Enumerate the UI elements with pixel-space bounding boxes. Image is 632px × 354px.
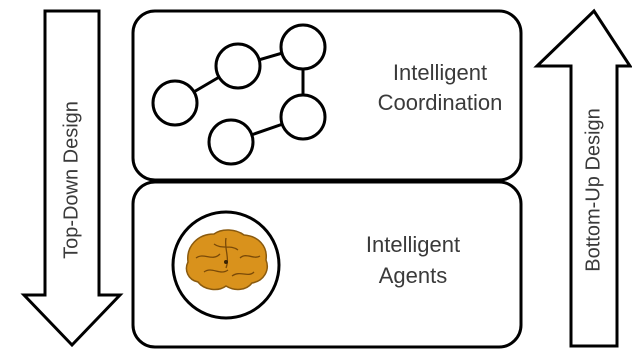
bottom-up-arrow: Bottom-Up Design — [533, 8, 632, 348]
agents-title-line1: Intelligent — [366, 232, 460, 257]
network-graph-icon — [151, 23, 327, 166]
bottom-up-label: Bottom-Up Design — [582, 108, 604, 271]
top-down-label: Top-Down Design — [60, 101, 82, 259]
coordination-title-line2: Coordination — [378, 90, 503, 115]
top-down-arrow: Top-Down Design — [20, 9, 124, 348]
agents-title-line2: Agents — [379, 263, 448, 288]
coordination-box: Intelligent Coordination — [131, 9, 523, 182]
brain-icon — [171, 210, 281, 320]
agents-box: Intelligent Agents — [131, 180, 523, 349]
coordination-title-line1: Intelligent — [393, 60, 487, 85]
